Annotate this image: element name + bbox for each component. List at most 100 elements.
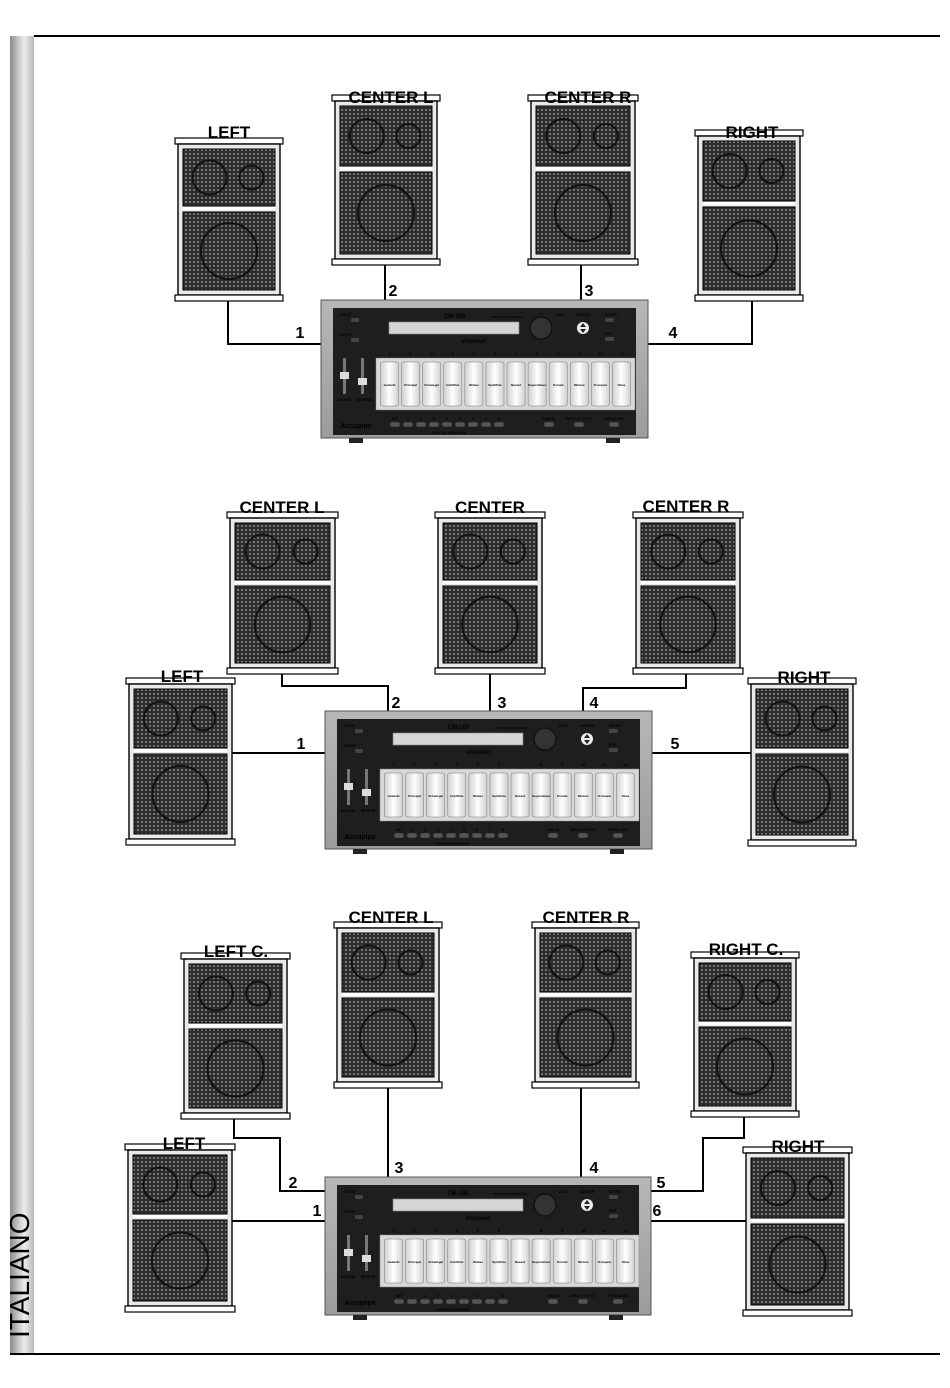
module-voice-button: VOICE xyxy=(344,724,356,728)
stop-tab-label-12: Oboe xyxy=(618,383,626,387)
bottom-button-5 xyxy=(445,1298,457,1305)
stop-tab-3 xyxy=(426,1238,445,1284)
tweeter-ring-a xyxy=(545,118,582,154)
bottom-button-3 xyxy=(415,421,427,428)
bottom-button-label-2: 1 xyxy=(411,828,413,832)
speaker-divider xyxy=(189,1024,282,1027)
tab-number-5: 5 xyxy=(477,762,480,767)
speaker-bottom-cap xyxy=(180,1112,291,1120)
module-cursor-label: CURSOR xyxy=(579,1190,595,1194)
bottom-button-label-7: 6 xyxy=(476,828,478,832)
tweeter-ring-a xyxy=(350,944,387,981)
bottom-button-label-3: 2 xyxy=(424,828,426,832)
module-setup-button: SETUP xyxy=(340,333,352,337)
reverb-label: REVERB xyxy=(361,809,376,813)
speaker-label-center-l-config-2: CENTER L xyxy=(240,498,325,517)
voices-memory-label: VOICES MEMORY xyxy=(436,1307,470,1312)
stop-tab-label-7: Nasard xyxy=(511,383,521,387)
exit-button-cap xyxy=(605,337,614,341)
speaker-lower-grille xyxy=(182,211,276,291)
bottom-button-4 xyxy=(428,421,440,428)
tab-number-11: 11 xyxy=(602,762,607,767)
stop-tab-label-3: Schwiegel xyxy=(428,794,443,798)
module-subtitle: PIPE ORGAN MODULE xyxy=(494,1192,527,1196)
bottom-button-label-8: 7 xyxy=(485,417,487,421)
reverb-label: REVERB xyxy=(357,398,372,402)
stop-tab-label-12: Oboe xyxy=(622,794,630,798)
tweeter-ring-a xyxy=(548,944,585,981)
module-lcd xyxy=(392,1198,524,1212)
stop-tab-8 xyxy=(531,772,551,818)
stop-tab-label-9: Kornett xyxy=(557,794,568,798)
bottom-rule xyxy=(10,1353,940,1355)
bottom-button-label-6: 5 xyxy=(463,828,465,832)
volume-slider-knob xyxy=(344,1249,353,1256)
tab-number-5: 5 xyxy=(477,1228,480,1233)
bottom-button-label-6: 5 xyxy=(459,417,461,421)
speaker-upper-grille xyxy=(750,1157,845,1219)
module-cursor-label: CURSOR xyxy=(579,724,595,728)
speaker-upper-grille xyxy=(535,105,631,167)
tab-number-9: 9 xyxy=(557,351,560,356)
speaker-upper-grille xyxy=(442,522,538,581)
woofer-ring xyxy=(151,765,210,823)
wire-1-config-1 xyxy=(227,295,321,345)
tab-number-2: 2 xyxy=(414,1228,417,1233)
enter-button-cap xyxy=(609,1195,618,1199)
stop-tab-label-10: Mixture xyxy=(574,383,585,387)
speaker-bottom-cap xyxy=(527,258,639,266)
speaker-lower-grille xyxy=(341,997,435,1078)
speaker-label-left-config-3: LEFT xyxy=(163,1134,206,1153)
speaker-label-left-config-2: LEFT xyxy=(161,667,204,686)
bottom-button-12 xyxy=(612,832,624,839)
module-voice-button: VOICE xyxy=(344,1190,356,1194)
bottom-button-label-12: TREMULANT xyxy=(607,828,630,832)
speaker-divider xyxy=(443,581,537,584)
speaker-divider xyxy=(641,581,735,584)
stop-tab-label-11: Trompete xyxy=(594,383,608,387)
speaker-right-c-3 xyxy=(690,951,800,1118)
speaker-label-center-r-config-2: CENTER R xyxy=(643,497,730,516)
bottom-button-11 xyxy=(577,832,589,839)
bottom-button-4 xyxy=(432,832,444,839)
stop-tab-label-8: Superoktave xyxy=(532,1260,550,1264)
tab-number-5: 5 xyxy=(473,351,476,356)
wire-5-config-3 xyxy=(651,1111,745,1192)
speaker-left-1 xyxy=(174,137,284,302)
cursor-pad xyxy=(577,322,589,334)
bottom-button-10 xyxy=(543,421,555,428)
speaker-divider xyxy=(183,207,275,210)
speaker-upper-grille xyxy=(702,140,796,202)
bottom-button-label-4: 3 xyxy=(437,1294,439,1298)
tweeter-ring-b xyxy=(811,705,838,732)
speaker-lower-grille xyxy=(234,585,331,664)
setup-button-cap xyxy=(355,749,363,753)
module-exit-label: EXIT xyxy=(609,1209,618,1213)
connection-number-2-config-2: 2 xyxy=(392,695,401,712)
module-foot-left xyxy=(349,438,363,443)
tab-number-12: 12 xyxy=(623,762,628,767)
reverb-slider-knob xyxy=(362,789,371,796)
stop-tab-8 xyxy=(531,1238,551,1284)
stop-tab-label-7: Nasard xyxy=(515,794,525,798)
module-foot-right xyxy=(610,849,624,854)
speaker-bottom-cap xyxy=(434,667,546,675)
speaker-left-c-3 xyxy=(180,952,291,1120)
stop-tab-label-5: Oktave xyxy=(473,1260,483,1264)
module-subtitle: PIPE ORGAN MODULE xyxy=(491,315,524,319)
stop-tab-10 xyxy=(570,361,589,407)
stop-tab-label-1: Gedeckt xyxy=(384,383,396,387)
module-data-label: DATA xyxy=(555,313,565,317)
tab-number-6: 6 xyxy=(498,762,501,767)
stop-tab-5 xyxy=(464,361,484,407)
module-foot-right xyxy=(609,1315,623,1320)
woofer-ring xyxy=(773,765,831,824)
tweeter-ring-a xyxy=(452,533,489,570)
bottom-button-label-3: 2 xyxy=(424,1294,426,1298)
stop-tab-12 xyxy=(612,361,631,407)
speaker-center-l-3 xyxy=(333,921,443,1089)
module-model: CM-100 xyxy=(448,725,470,731)
tab-number-6: 6 xyxy=(498,1228,501,1233)
